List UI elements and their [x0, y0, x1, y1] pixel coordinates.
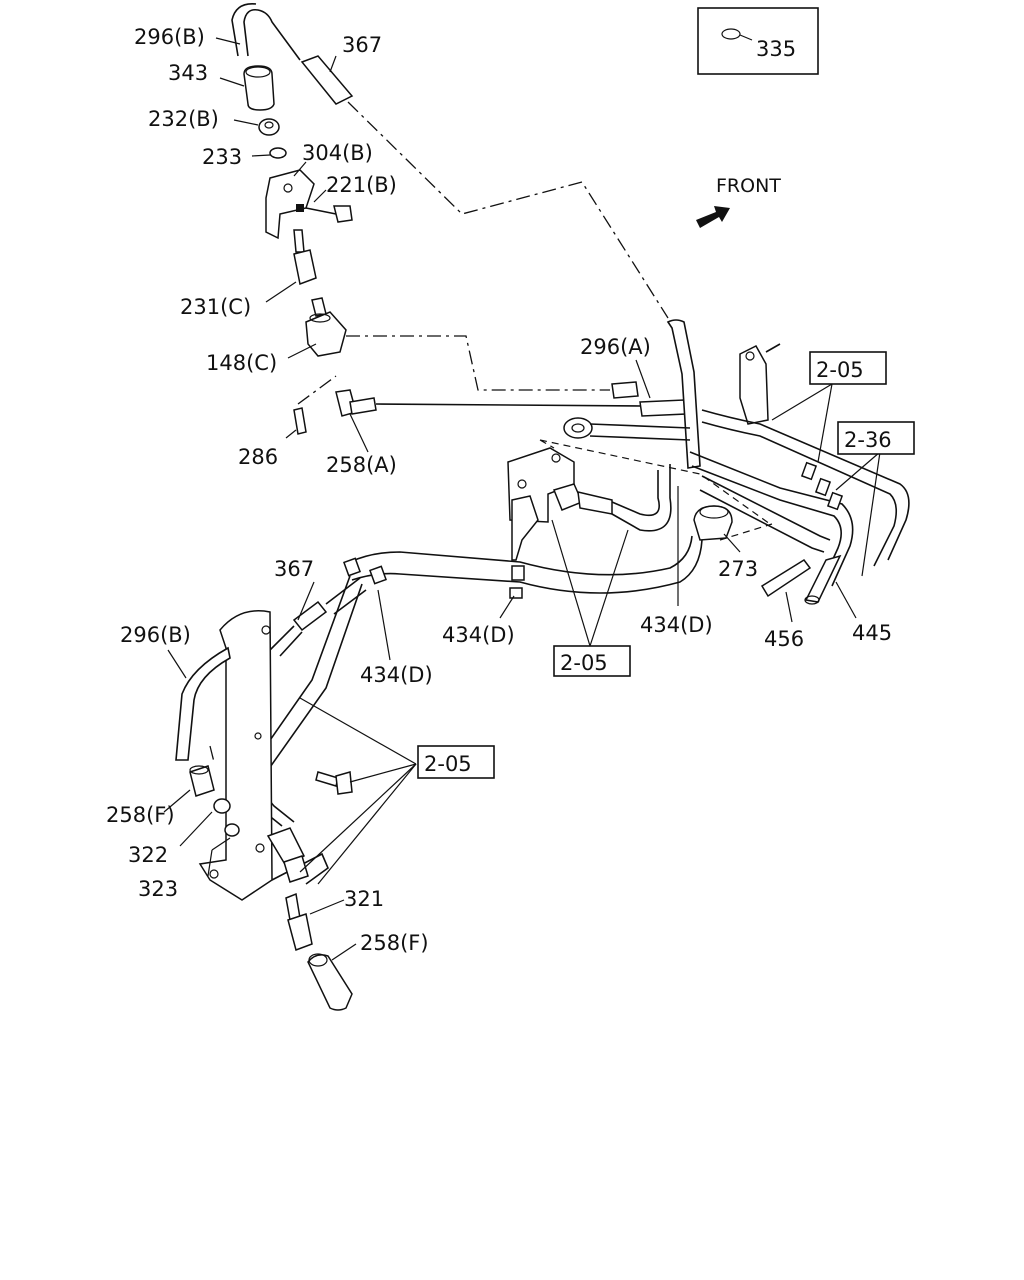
- callout-296a: 296(A): [580, 335, 651, 359]
- callout-456: 456: [764, 627, 804, 651]
- section-ref-label: 2-05: [816, 358, 864, 382]
- pump-body: [507, 417, 773, 561]
- callout-296b-top: 296(B): [134, 25, 205, 49]
- callout-258f-left: 258(F): [106, 803, 175, 827]
- section-ref-2-05-lower[interactable]: 2-05: [417, 745, 495, 779]
- section-ref-label: 2-36: [844, 428, 892, 452]
- callout-233: 233: [202, 145, 242, 169]
- center-hose: [666, 319, 701, 469]
- front-direction-indicator: FRONT: [696, 175, 781, 228]
- callout-286: 286: [238, 445, 278, 469]
- leader-lines: [163, 37, 881, 961]
- callout-258f-bottom: 258(F): [360, 931, 429, 955]
- callout-273: 273: [718, 557, 758, 581]
- front-label: FRONT: [716, 175, 781, 197]
- callout-434d-right: 434(D): [640, 613, 713, 637]
- callout-322: 322: [128, 843, 168, 867]
- callout-258a: 258(A): [326, 453, 397, 477]
- legend-box: 335: [697, 7, 819, 75]
- callout-321: 321: [344, 887, 384, 911]
- legend-part-number: 335: [756, 37, 796, 61]
- callout-343: 343: [168, 61, 208, 85]
- callout-434d-left: 434(D): [360, 663, 433, 687]
- section-ref-2-36[interactable]: 2-36: [837, 421, 915, 455]
- right-pipe-bundle: [689, 343, 910, 605]
- section-ref-label: 2-05: [560, 651, 608, 675]
- callout-445: 445: [852, 621, 892, 645]
- lower-bracket-assembly: [175, 610, 353, 1011]
- callout-367-bottom: 367: [274, 557, 314, 581]
- callout-148c: 148(C): [206, 351, 277, 375]
- callout-231c: 231(C): [180, 295, 251, 319]
- upper-return-assembly: [231, 3, 687, 435]
- front-arrow-icon: [696, 206, 730, 228]
- callout-304b: 304(B): [302, 141, 373, 165]
- callout-434d-mid: 434(D): [442, 623, 515, 647]
- callout-296b-bottom: 296(B): [120, 623, 191, 647]
- section-ref-label: 2-05: [424, 752, 472, 776]
- lower-pipe-run: [246, 535, 703, 827]
- callout-232b: 232(B): [148, 107, 219, 131]
- callout-221b: 221(B): [326, 173, 397, 197]
- section-ref-2-05-upper[interactable]: 2-05: [809, 351, 887, 385]
- callout-323: 323: [138, 877, 178, 901]
- callout-367-top: 367: [342, 33, 382, 57]
- part-callouts: 296(B) 367 343 232(B) 233 304(B) 221(B) …: [106, 25, 892, 955]
- section-ref-2-05-middle[interactable]: 2-05: [553, 645, 631, 677]
